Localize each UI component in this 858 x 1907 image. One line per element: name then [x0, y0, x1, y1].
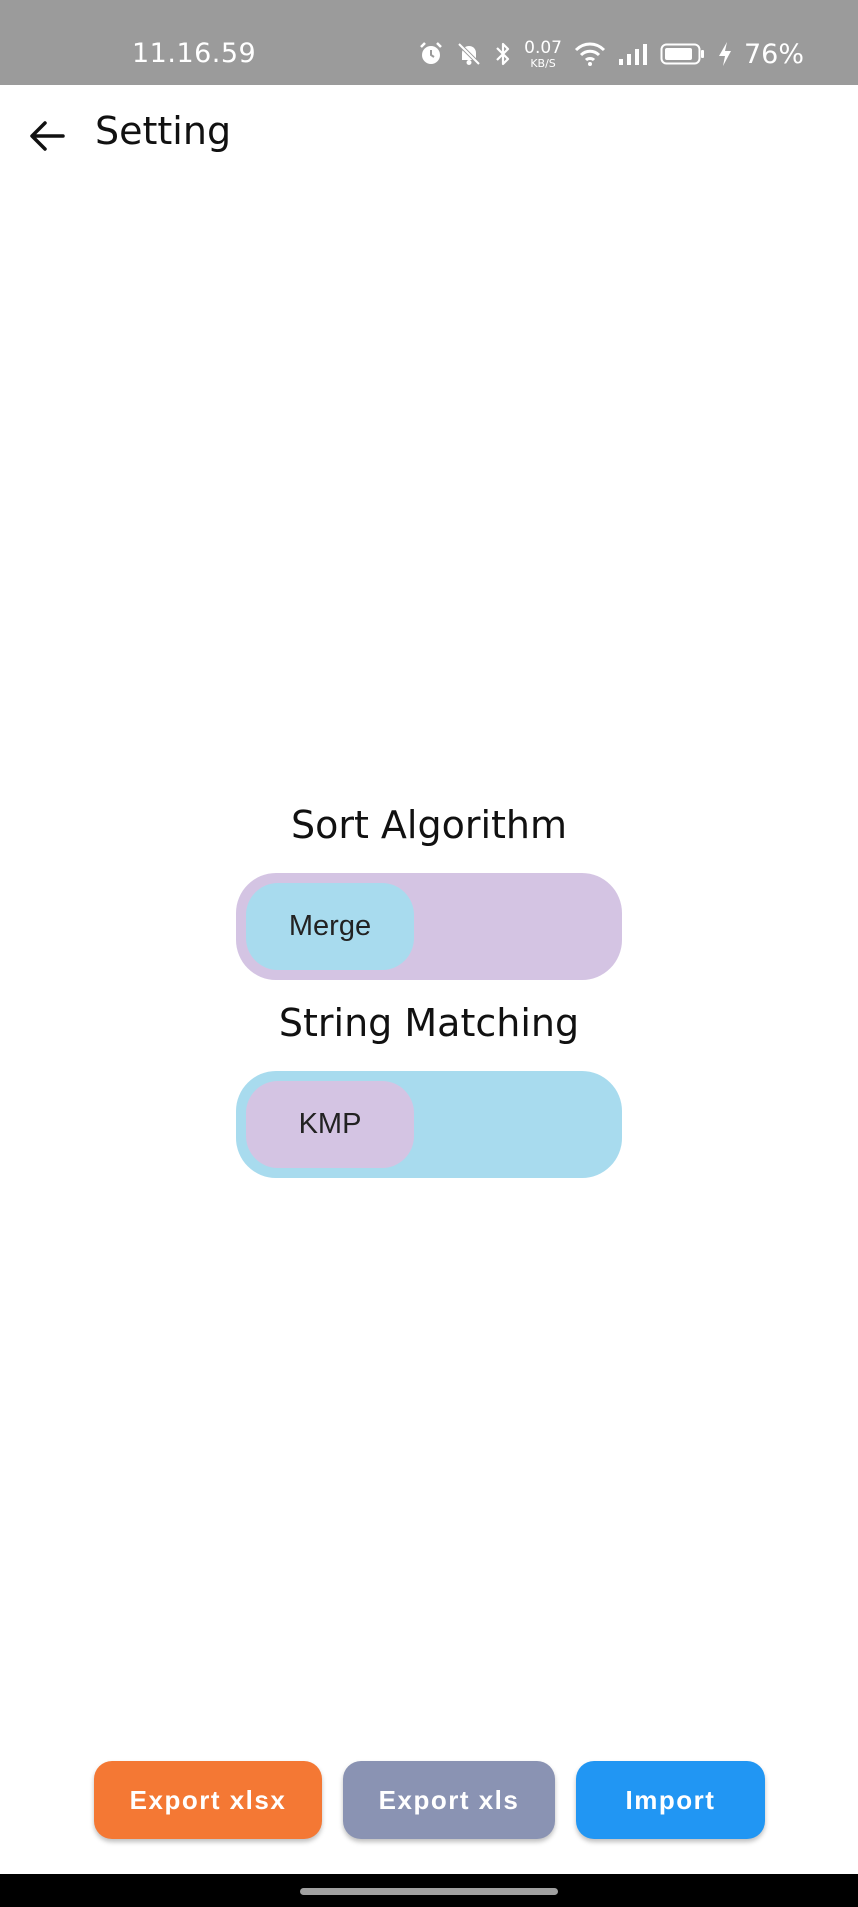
status-icons: 0.07 KB/S [418, 32, 804, 76]
status-bar: 11.16.59 [0, 0, 858, 85]
alarm-icon [418, 41, 444, 67]
nav-bar [0, 1874, 858, 1907]
battery-icon [660, 42, 706, 66]
net-speed-unit: KB/S [530, 56, 556, 70]
page-title: Setting [95, 109, 232, 153]
status-time: 11.16.59 [132, 38, 257, 69]
arrow-left-icon [30, 121, 65, 151]
export-xls-button[interactable]: Export xls [343, 1761, 555, 1839]
sort-algorithm-toggle[interactable]: Merge [236, 873, 622, 980]
home-indicator[interactable] [300, 1888, 558, 1895]
export-xlsx-button[interactable]: Export xlsx [94, 1761, 322, 1839]
back-button[interactable] [22, 111, 72, 161]
charging-icon [718, 41, 732, 67]
net-speed-value: 0.07 [524, 37, 562, 58]
import-button[interactable]: Import [576, 1761, 765, 1839]
battery-percent: 76% [743, 38, 804, 70]
bluetooth-icon [494, 40, 512, 68]
string-matching-value: KMP [246, 1081, 414, 1168]
bell-off-icon [456, 41, 482, 67]
sort-algorithm-value: Merge [246, 883, 414, 970]
signal-icon [618, 42, 648, 66]
sort-algorithm-title: Sort Algorithm [290, 803, 568, 847]
app-bar: Setting [0, 85, 858, 180]
wifi-icon [574, 41, 606, 67]
string-matching-toggle[interactable]: KMP [236, 1071, 622, 1178]
net-speed: 0.07 KB/S [524, 37, 562, 70]
string-matching-title: String Matching [278, 1001, 580, 1045]
